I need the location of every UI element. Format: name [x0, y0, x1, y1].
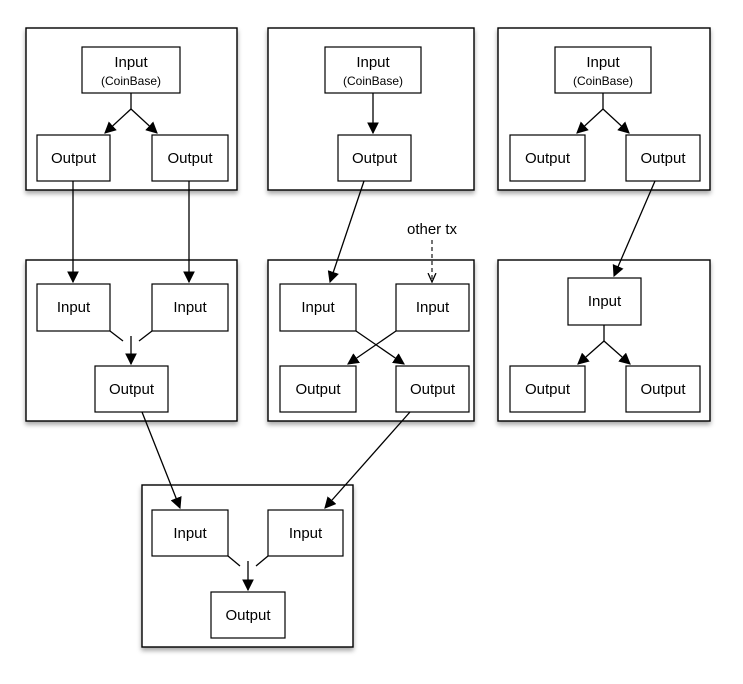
edge-t2out-to-t5in1: [327, 180, 365, 284]
t7-input-label-2: Input: [289, 525, 323, 542]
t2-output-label: Output: [352, 150, 398, 167]
t4-input-label-1: Input: [57, 299, 91, 316]
t1-input-node: [81, 46, 181, 94]
t5-input-node-1: [279, 283, 357, 332]
other-tx-label: other tx: [407, 221, 458, 238]
t1-output-label-2: Output: [167, 150, 213, 167]
t3-output-node-2: [625, 134, 701, 182]
t5-input-label-1: Input: [301, 299, 335, 316]
t6-output-node-1: [509, 365, 586, 413]
t5-output-label-1: Output: [295, 381, 341, 398]
t6-output-node-2: [625, 365, 701, 413]
t6-input-node: [567, 277, 642, 326]
t4-input-label-2: Input: [173, 299, 207, 316]
t1-output-label-1: Output: [51, 150, 97, 167]
t5-input-node-2: [395, 283, 470, 332]
t7-output-node: [210, 591, 286, 639]
edge-t4in1-merge: [109, 330, 124, 342]
t7-output-label: Output: [225, 607, 271, 624]
edge-t1-to-out2: [130, 108, 158, 134]
edge-t5in1-to-out2: [355, 330, 405, 365]
t6-input-label: Input: [588, 293, 622, 310]
t5-output-node-1: [279, 365, 357, 413]
t1-output-node-1: [36, 134, 111, 182]
t1-output-node-2: [151, 134, 229, 182]
t7-input-label-1: Input: [173, 525, 207, 542]
t4-output-label: Output: [109, 381, 155, 398]
t3-input-node: [554, 46, 652, 94]
t5-output-label-2: Output: [410, 381, 456, 398]
t3-output-label-1: Output: [525, 150, 571, 167]
edge-t5in2-to-out1: [347, 330, 397, 365]
t2-input-node: [324, 46, 422, 94]
t3-output-node-1: [509, 134, 586, 182]
t2-output-node: [337, 134, 412, 182]
t3-output-label-2: Output: [640, 150, 686, 167]
t7-input-node-1: [151, 509, 229, 557]
t1-input-sublabel: (CoinBase): [101, 74, 161, 88]
edge-t4out-to-t7in1: [141, 411, 182, 510]
t5-input-label-2: Input: [416, 299, 450, 316]
t4-input-node-2: [151, 283, 229, 332]
t2-input-sublabel: (CoinBase): [343, 74, 403, 88]
t4-output-node: [94, 365, 169, 413]
edge-t3-to-out2: [602, 108, 630, 134]
edge-t3-to-out1: [576, 108, 604, 134]
edge-t4in2-merge: [138, 330, 153, 342]
t4-input-node-1: [36, 283, 111, 332]
edge-t7in2-merge: [255, 555, 269, 567]
t3-input-label: Input: [586, 54, 620, 71]
t7-input-node-2: [267, 509, 344, 557]
t6-output-label-1: Output: [525, 381, 571, 398]
t3-input-sublabel: (CoinBase): [573, 74, 633, 88]
t6-output-label-2: Output: [640, 381, 686, 398]
t1-input-label: Input: [114, 54, 148, 71]
edge-t6-to-out2: [603, 340, 631, 365]
edge-t1-to-out1: [104, 108, 132, 134]
t5-output-node-2: [395, 365, 470, 413]
edge-t7in1-merge: [227, 555, 241, 567]
t2-input-label: Input: [356, 54, 390, 71]
edge-t3out2-to-t6in: [612, 180, 656, 278]
edge-t6-to-out1: [577, 340, 605, 365]
edge-t5out2-to-t7in2: [324, 411, 411, 509]
